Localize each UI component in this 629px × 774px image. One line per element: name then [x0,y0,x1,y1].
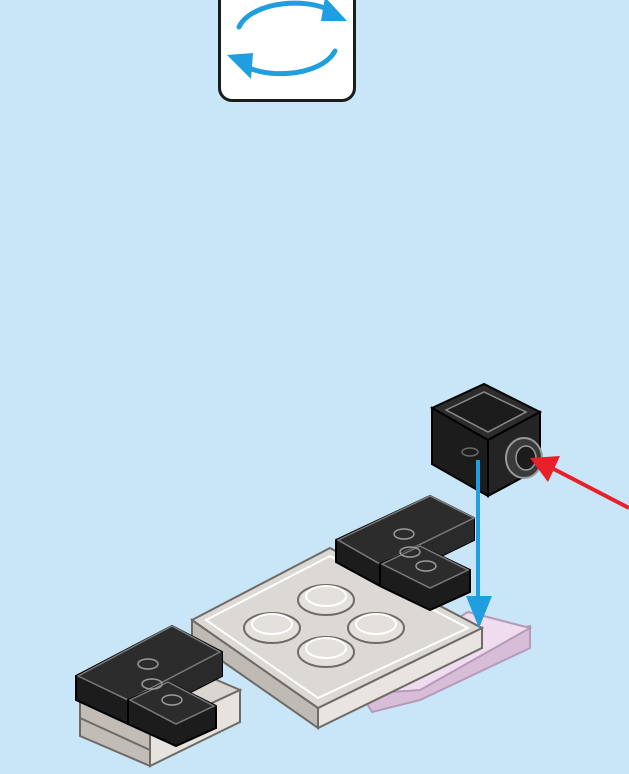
black-1x2-brick-with-side-stud [432,384,542,496]
attach-arrow [530,456,629,508]
